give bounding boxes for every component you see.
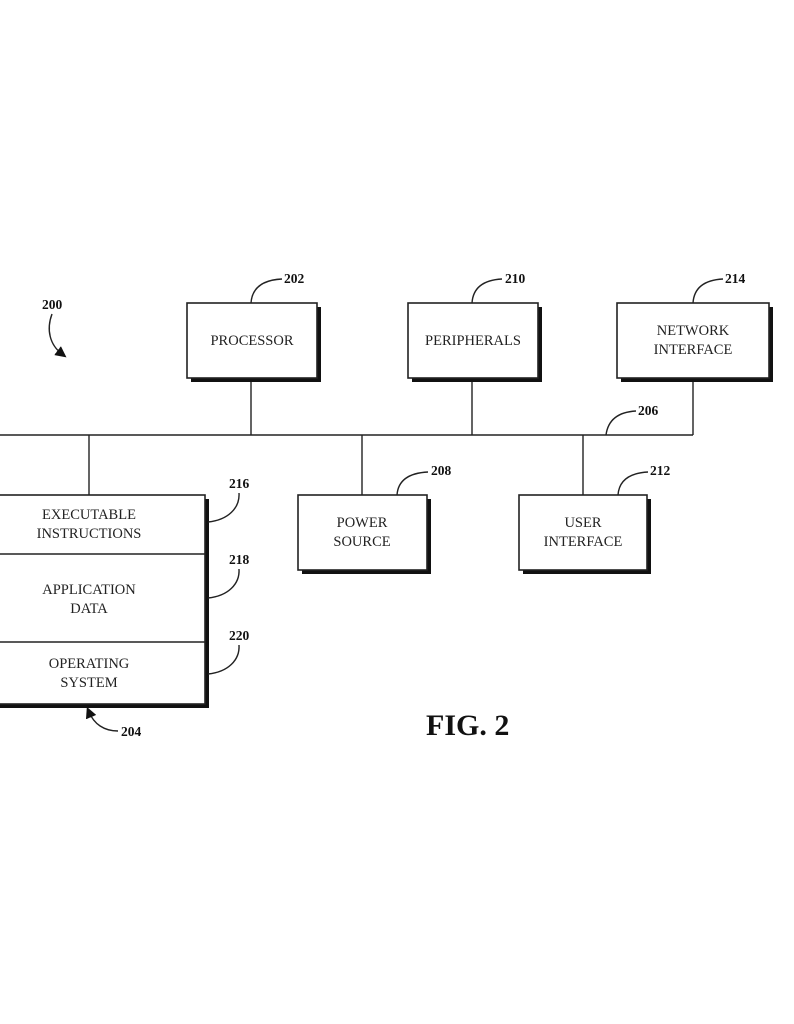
processor-label: PROCESSOR [210, 333, 293, 349]
network-interface-ref: 214 [725, 271, 746, 286]
user-interface-ref-leader [617, 471, 649, 496]
bus-ref-leader [605, 410, 637, 436]
system-ref-label: 200 [42, 297, 63, 312]
memory-ref: 204 [121, 724, 142, 739]
memory-box: EXECUTABLE INSTRUCTIONS APPLICATION DATA… [0, 476, 250, 708]
user-interface-box: USER INTERFACE 212 [518, 463, 671, 574]
bus-ref-label: 206 [638, 403, 659, 418]
peripherals-ref: 210 [505, 271, 526, 286]
operating-system-line2: SYSTEM [60, 675, 117, 691]
user-interface-label-line1: USER [564, 515, 601, 531]
network-interface-label-line1: NETWORK [657, 323, 730, 339]
operating-system-ref: 220 [229, 628, 250, 643]
system-ref-arrow [48, 313, 67, 358]
application-data-ref: 218 [229, 552, 250, 567]
power-source-box: POWER SOURCE 208 [297, 463, 452, 574]
processor-ref: 202 [284, 271, 305, 286]
peripherals-label: PERIPHERALS [425, 333, 521, 349]
application-data-ref-leader [207, 568, 240, 599]
executable-instructions-line2: INSTRUCTIONS [37, 526, 142, 542]
executable-instructions-line1: EXECUTABLE [42, 507, 136, 523]
peripherals-ref-leader [471, 278, 503, 304]
power-source-ref-leader [396, 471, 429, 496]
user-interface-label-line2: INTERFACE [544, 534, 623, 550]
application-data-line1: APPLICATION [42, 582, 136, 598]
power-source-label-line2: SOURCE [333, 534, 390, 550]
network-interface-box: NETWORK INTERFACE 214 [616, 271, 773, 382]
executable-instructions-ref-leader [207, 492, 240, 523]
processor-ref-leader [250, 278, 283, 304]
memory-ref-arrow [85, 706, 119, 732]
network-interface-ref-leader [692, 278, 724, 304]
figure-label: FIG. 2 [426, 709, 509, 742]
operating-system-line1: OPERATING [49, 656, 130, 672]
processor-box: PROCESSOR 202 [186, 271, 321, 382]
peripherals-box: PERIPHERALS 210 [407, 271, 542, 382]
user-interface-ref: 212 [650, 463, 671, 478]
network-interface-label-line2: INTERFACE [654, 342, 733, 358]
power-source-ref: 208 [431, 463, 452, 478]
operating-system-ref-leader [207, 644, 240, 675]
power-source-label-line1: POWER [337, 515, 388, 531]
application-data-line2: DATA [70, 601, 108, 617]
executable-instructions-ref: 216 [229, 476, 250, 491]
